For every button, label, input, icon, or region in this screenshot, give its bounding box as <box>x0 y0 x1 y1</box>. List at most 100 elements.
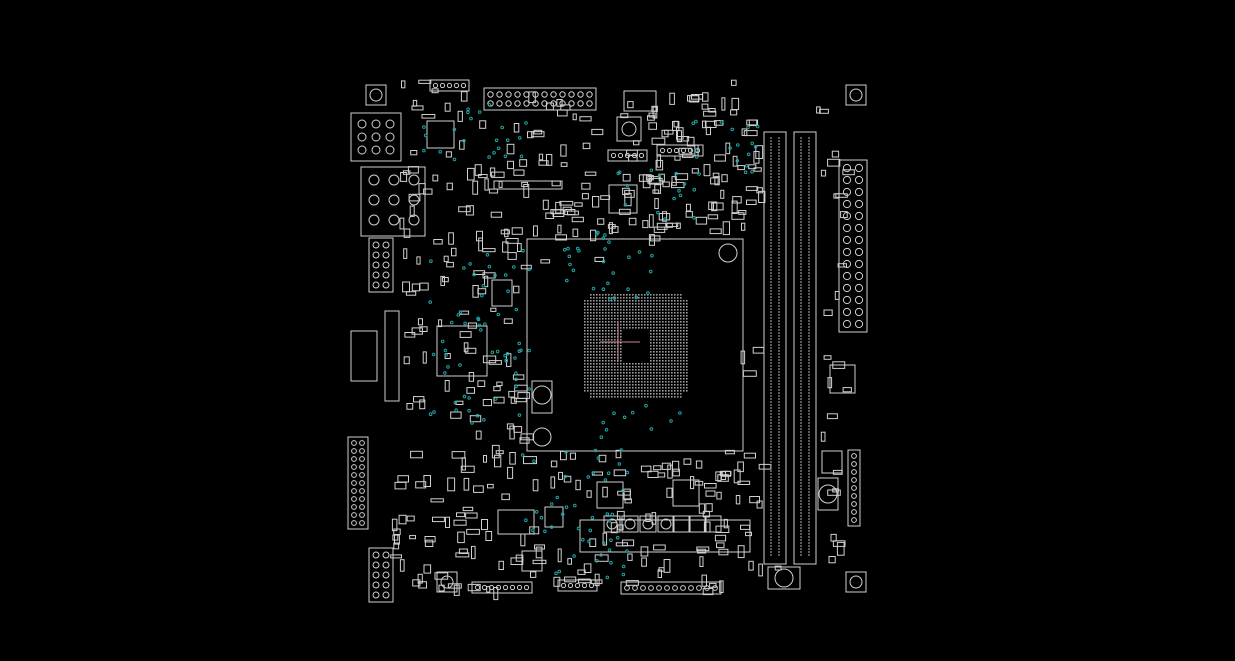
bga-ball <box>626 297 628 299</box>
smd-component <box>842 387 852 393</box>
smd-component <box>685 211 693 218</box>
bga-ball <box>587 354 589 356</box>
bga-ball <box>668 297 670 299</box>
bga-ball <box>632 381 634 383</box>
bga-ball <box>587 390 589 392</box>
slot-pin <box>800 476 802 478</box>
slot-pin <box>778 326 780 328</box>
bga-ball <box>680 390 682 392</box>
header-pin <box>382 281 390 289</box>
smd-component <box>419 326 428 332</box>
header-pin <box>632 585 638 591</box>
bga-ball <box>665 303 667 305</box>
bga-ball <box>608 309 610 311</box>
bga-ball <box>617 303 619 305</box>
via <box>446 365 450 369</box>
bga-ball <box>683 321 685 323</box>
audio-jack-block <box>350 112 402 162</box>
bga-ball <box>686 300 688 302</box>
bga-ball <box>587 342 589 344</box>
bga-ball <box>626 312 628 314</box>
header-pin <box>359 480 365 486</box>
header-pin <box>842 199 852 209</box>
bga-ball <box>626 381 628 383</box>
smd-component <box>741 222 746 231</box>
bga-ball <box>632 363 634 365</box>
slot-pin <box>808 248 810 250</box>
slot-pin <box>778 293 780 295</box>
slot-pin <box>778 206 780 208</box>
bga-ball <box>647 369 649 371</box>
bga-ball <box>602 387 604 389</box>
smd-component <box>820 431 826 442</box>
bga-ball <box>644 300 646 302</box>
via <box>627 255 631 260</box>
via <box>601 287 606 292</box>
smd-component <box>651 137 666 145</box>
slot-pin <box>808 515 810 517</box>
bga-ball <box>644 369 646 371</box>
header-pin <box>351 496 357 502</box>
bga-ball <box>587 300 589 302</box>
bga-ball <box>620 294 622 296</box>
bga-ball <box>608 384 610 386</box>
via <box>691 121 696 126</box>
bga-ball <box>656 387 658 389</box>
bga-ball <box>665 342 667 344</box>
bga-ball <box>599 384 601 386</box>
via <box>587 539 591 544</box>
via <box>487 103 492 107</box>
bga-ball <box>602 381 604 383</box>
smd-component <box>651 512 657 525</box>
bga-ball <box>587 309 589 311</box>
bga-ball <box>641 297 643 299</box>
smd-component <box>695 216 708 225</box>
bga-ball <box>641 309 643 311</box>
slot-pin <box>808 176 810 178</box>
bga-ball <box>671 360 673 362</box>
bga-ball <box>599 375 601 377</box>
bga-ball <box>590 348 592 350</box>
bga-ball <box>623 384 625 386</box>
header-pin <box>359 448 365 454</box>
bga-ball <box>656 384 658 386</box>
slot-pin <box>778 368 780 370</box>
smd-component <box>469 415 482 423</box>
jack <box>388 174 400 186</box>
slot-pin <box>808 488 810 490</box>
slot-pin <box>770 428 772 430</box>
bga-ball <box>602 333 604 335</box>
bga-ball <box>650 372 652 374</box>
smd-component <box>447 583 462 589</box>
bga-ball <box>653 387 655 389</box>
slot-pin <box>808 182 810 184</box>
smd-component <box>594 554 609 562</box>
bga-ball <box>668 300 670 302</box>
bga-ball <box>668 342 670 344</box>
bga-ball <box>644 297 646 299</box>
bga-ball <box>626 303 628 305</box>
bga-ball <box>668 393 670 395</box>
bga-ball <box>596 390 598 392</box>
slot-pin <box>800 431 802 433</box>
smd-component <box>616 510 625 520</box>
bga-ball <box>662 390 664 392</box>
bga-ball <box>656 318 658 320</box>
slot-pin <box>808 191 810 193</box>
via <box>492 151 496 155</box>
bga-ball <box>629 366 631 368</box>
bga-ball <box>617 312 619 314</box>
bga-ball <box>587 357 589 359</box>
slot-pin <box>770 551 772 553</box>
slot-pin <box>808 239 810 241</box>
slot-pin <box>808 140 810 142</box>
slot-pin <box>808 392 810 394</box>
ic <box>497 509 535 535</box>
header-pin <box>851 509 857 515</box>
bga-ball <box>620 372 622 374</box>
smd-component <box>511 227 523 235</box>
slot-pin <box>778 314 780 316</box>
bga-ball <box>629 369 631 371</box>
slot-pin <box>770 191 772 193</box>
